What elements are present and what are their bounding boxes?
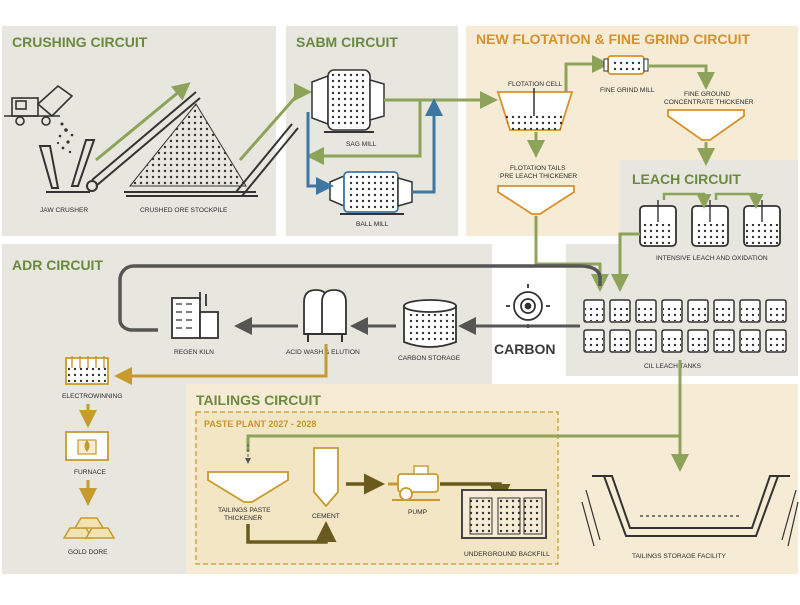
ore-particles-icon	[56, 122, 74, 154]
fine-grind-mill-label: FINE GRIND MILL	[600, 87, 655, 94]
cil-tank	[635, 299, 657, 323]
flow-arrow-finegrind-to-thickener	[648, 64, 715, 90]
acid-wash-elution-icon	[303, 289, 347, 342]
flow-arrow-ball-return	[412, 98, 443, 194]
electrowinning-label: ELECTROWINNING	[62, 393, 122, 400]
crushing-circuit-title: CRUSHING CIRCUIT	[12, 34, 148, 50]
crushed-ore-stockpile-label: CRUSHED ORE STOCKPILE	[140, 207, 228, 214]
tailings-paste-label-1: TAILINGS PASTE	[218, 507, 271, 514]
cement-silo-icon	[313, 447, 339, 508]
cil-tank	[765, 329, 787, 353]
cil-tank	[739, 299, 761, 323]
carbon-target-icon	[506, 284, 550, 328]
underground-backfill-label: UNDERGROUND BACKFILL	[464, 551, 550, 558]
crushing-panel	[2, 26, 276, 236]
cil-tank	[661, 299, 683, 323]
concentrate-thickener-icon	[667, 109, 745, 141]
flow-arrow-sag-to-ball	[306, 112, 334, 195]
regen-kiln-icon	[171, 292, 219, 339]
flotation-cell-label: FLOTATION CELL	[508, 81, 563, 88]
ball-mill-label: BALL MILL	[356, 221, 389, 228]
flow-arrow-leach-2-3	[714, 192, 764, 209]
flow-arrow-paste-to-cement	[246, 521, 337, 544]
fine-ground-label-1: FINE GROUND	[684, 91, 730, 98]
tailings-storage-label: TAILINGS STORAGE FACILITY	[632, 553, 727, 560]
cil-tank	[687, 299, 709, 323]
cil-tank	[609, 329, 631, 353]
cil-tank	[739, 329, 761, 353]
cil-tank	[661, 329, 683, 353]
cil-tank	[609, 299, 631, 323]
cil-tank	[583, 329, 605, 353]
conveyor-to-stockpile	[91, 91, 201, 187]
tailings-circuit-title: TAILINGS CIRCUIT	[196, 392, 321, 408]
adr-circuit-title: ADR CIRCUIT	[12, 257, 103, 273]
cil-tank	[635, 329, 657, 353]
ball-mill-icon	[329, 171, 413, 215]
furnace-label: FURNACE	[74, 469, 106, 476]
flotation-tails-label-1: FLOTATION TAILS	[510, 165, 566, 172]
sabm-circuit-title: SABM CIRCUIT	[296, 34, 398, 50]
acid-wash-label: ACID WASH & ELUTION	[286, 349, 360, 356]
cil-leach-tanks-label: CIL LEACH TANKS	[644, 363, 702, 370]
underground-backfill-icon	[461, 489, 547, 539]
carbon-label: CARBON	[494, 341, 555, 357]
flotation-tails-label-2: PRE LEACH THICKENER	[500, 173, 577, 180]
sag-mill-icon	[311, 69, 385, 133]
sag-mill-label: SAG MILL	[346, 141, 377, 148]
gold-dore-label: GOLD DORE	[68, 549, 108, 556]
tailings-paste-label-2: THICKENER	[224, 515, 262, 522]
flow-arrow-crusher-to-stockpile	[95, 82, 191, 162]
fine-grind-mill-icon	[603, 55, 649, 75]
cil-leach-tanks-icon	[583, 299, 787, 353]
fine-ground-label-2: CONCENTRATE THICKENER	[664, 99, 754, 106]
intensive-leach-label: INTENSIVE LEACH AND OXIDATION	[656, 255, 768, 262]
electrowinning-icon	[65, 356, 109, 385]
dump-truck-icon	[4, 84, 74, 126]
leach-circuit-title: LEACH CIRCUIT	[632, 171, 741, 187]
cil-tank	[765, 299, 787, 323]
cil-tank	[713, 329, 735, 353]
flow-arrow-recycle-green	[306, 100, 422, 165]
flotation-circuit-title: NEW FLOTATION & FINE GRIND CIRCUIT	[476, 31, 750, 47]
tailings-storage-facility-icon	[581, 475, 799, 547]
furnace-icon	[65, 431, 109, 461]
intensive-leach-tanks-icon	[639, 200, 781, 247]
conveyor-to-sag	[235, 123, 299, 197]
flow-arrow-stockpile-to-sag	[238, 83, 312, 161]
regen-kiln-label: REGEN KILN	[174, 349, 214, 356]
flotation-cell-icon	[496, 88, 574, 131]
paste-plant-title: PASTE PLANT 2027 - 2028	[204, 419, 316, 429]
cil-tank	[583, 299, 605, 323]
pre-leach-thickener-icon	[497, 185, 575, 215]
flow-arrow-leach-1-2	[662, 192, 712, 209]
gold-bars-icon	[62, 517, 116, 539]
jaw-crusher-label: JAW CRUSHER	[40, 207, 88, 214]
cil-tank	[713, 299, 735, 323]
stockpile-icon	[124, 103, 258, 197]
cil-tank	[687, 329, 709, 353]
pump-label: PUMP	[408, 509, 428, 516]
carbon-storage-label: CARBON STORAGE	[398, 355, 461, 362]
pump-icon	[388, 465, 440, 501]
flow-line-leach-circuit-to-cil	[611, 232, 640, 292]
flow-arrow-flotation-to-finegrind	[564, 55, 610, 92]
cement-label: CEMENT	[312, 513, 340, 520]
flow-arrow-acid-to-electrowinning	[114, 344, 328, 385]
carbon-storage-icon	[403, 299, 457, 348]
flow-line-regen-return	[118, 264, 602, 332]
tailings-paste-thickener-icon	[207, 471, 289, 503]
